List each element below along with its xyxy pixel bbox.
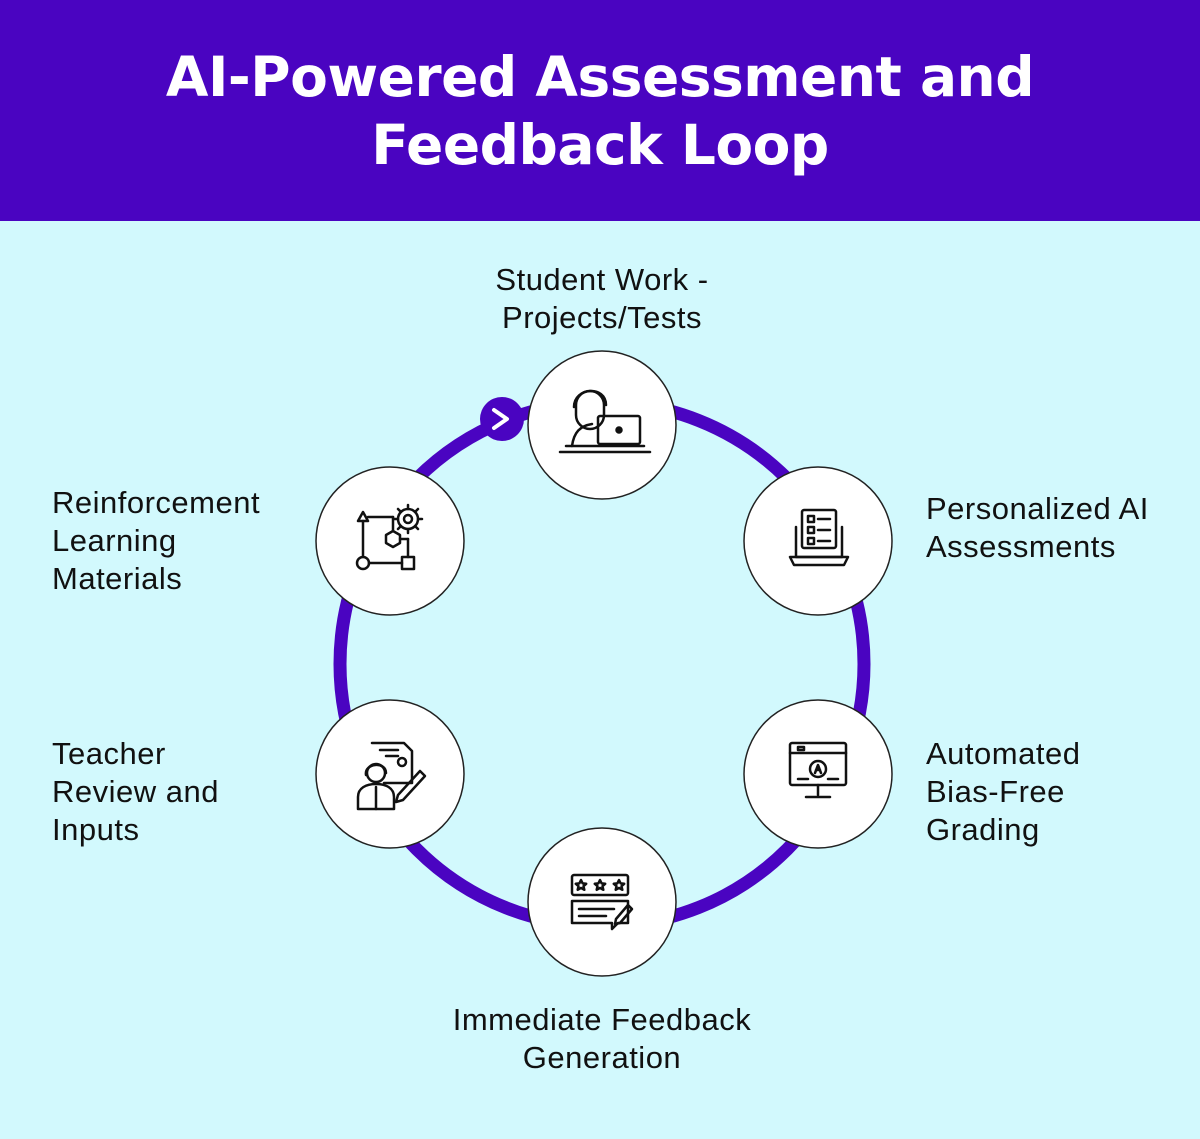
rating-chat-icon: [570, 873, 634, 931]
node-personalized-assessments: [743, 466, 893, 616]
feedback-loop-diagram: Student Work - Projects/Tests Personaliz…: [0, 221, 1200, 1139]
grading-monitor-icon: [788, 741, 848, 799]
label-line: Generation: [522, 1040, 682, 1075]
label-line: Learning: [52, 523, 177, 558]
label-line: Student Work -: [495, 262, 709, 297]
step-label-automated-grading: Automated Bias-Free Grading: [926, 735, 1186, 849]
node-reinforcement-materials: [315, 466, 465, 616]
label-line: Inputs: [52, 812, 140, 847]
step-label-personalized-assessments: Personalized AI Assessments: [926, 490, 1186, 566]
label-line: Bias-Free: [926, 774, 1065, 809]
label-line: Assessments: [926, 529, 1116, 564]
step-label-teacher-review: Teacher Review and Inputs: [52, 735, 292, 849]
label-line: Reinforcement: [52, 485, 261, 520]
step-label-reinforcement-materials: Reinforcement Learning Materials: [52, 484, 292, 598]
title-line-2: Feedback Loop: [371, 112, 829, 177]
step-label-student-work: Student Work - Projects/Tests: [452, 261, 752, 337]
teacher-review-icon: [356, 741, 427, 811]
label-line: Projects/Tests: [502, 300, 702, 335]
checklist-laptop-icon: [788, 508, 850, 567]
step-label-immediate-feedback: Immediate Feedback Generation: [432, 1001, 772, 1077]
label-line: Grading: [926, 812, 1040, 847]
label-line: Review and: [52, 774, 219, 809]
label-line: Automated: [926, 736, 1081, 771]
chevron-right-icon: [480, 397, 524, 441]
label-line: Personalized AI: [926, 491, 1149, 526]
header-banner: AI-Powered Assessment and Feedback Loop: [0, 0, 1200, 221]
label-line: Teacher: [52, 736, 166, 771]
flow-gear-icon: [355, 503, 424, 571]
student-laptop-icon: [558, 389, 652, 454]
title-line-1: AI-Powered Assessment and: [165, 44, 1035, 109]
label-line: Immediate Feedback: [452, 1002, 752, 1037]
loop-graphic: [315, 350, 893, 977]
node-student-work: [527, 350, 677, 500]
label-line: Materials: [52, 561, 183, 596]
page-title: AI-Powered Assessment and Feedback Loop: [100, 43, 1100, 179]
node-teacher-review: [315, 699, 465, 849]
node-immediate-feedback: [527, 827, 677, 977]
node-automated-grading: [743, 699, 893, 849]
